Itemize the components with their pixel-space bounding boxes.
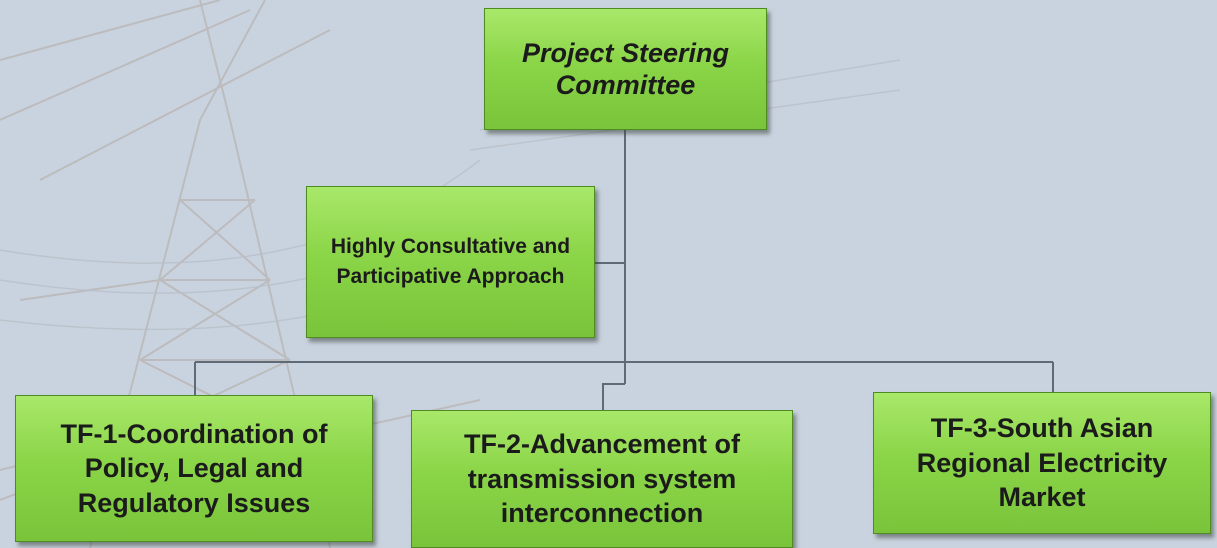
tf1-box: TF-1-Coordination of Policy, Legal and R… bbox=[15, 395, 373, 542]
consultative-approach-box: Highly Consultative and Participative Ap… bbox=[306, 186, 595, 338]
project-steering-committee-label: Project Steering Committee bbox=[521, 37, 730, 100]
project-steering-committee-box: Project Steering Committee bbox=[484, 8, 767, 130]
tf3-box: TF-3-South Asian Regional Electricity Ma… bbox=[873, 392, 1211, 534]
tf1-label: TF-1-Coordination of Policy, Legal and R… bbox=[60, 418, 328, 518]
tf3-label: TF-3-South Asian Regional Electricity Ma… bbox=[916, 413, 1168, 513]
tf2-label: TF-2-Advancement of transmission system … bbox=[463, 429, 741, 529]
tf2-elbow-line bbox=[602, 383, 625, 410]
consultative-approach-label: Highly Consultative and Participative Ap… bbox=[330, 234, 571, 288]
tf2-box: TF-2-Advancement of transmission system … bbox=[411, 410, 793, 548]
